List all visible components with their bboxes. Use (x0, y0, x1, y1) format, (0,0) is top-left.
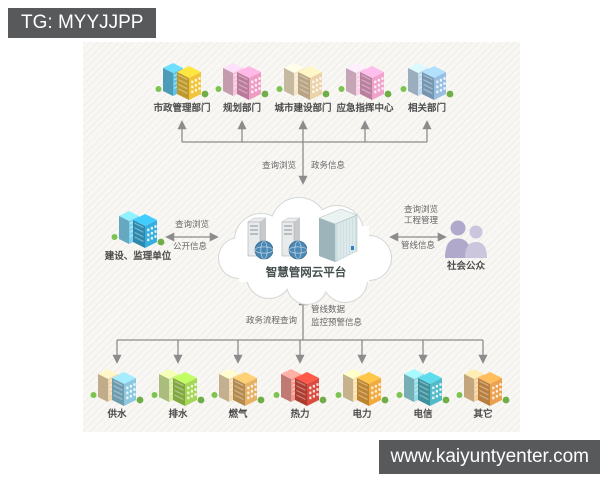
building-icon (100, 204, 176, 250)
node-label: 规划部门 (222, 103, 261, 114)
node-label: 社会公众 (446, 261, 485, 272)
people-icon (428, 214, 504, 260)
left-arrow-label-top: 查询浏览 (175, 220, 210, 230)
storage-icon (315, 206, 361, 268)
building-icon (324, 362, 400, 408)
building-icon (140, 362, 216, 408)
building-icon (385, 362, 461, 408)
left-arrow-label-bottom: 公开信息 (173, 242, 208, 252)
node-telecom: 电信 (385, 362, 461, 420)
site-watermark-text: www.kaiyuntyenter.com (390, 446, 589, 467)
building-icon (262, 362, 338, 408)
building-icon (200, 362, 276, 408)
cloud-platform: 智慧管网云平台 (213, 196, 399, 308)
building-icon (204, 56, 280, 102)
node-gas: 燃气 (200, 362, 276, 420)
node-heating: 热力 (262, 362, 338, 420)
top-arrow-label-left: 查询浏览 (261, 161, 296, 171)
node-label: 应急指挥中心 (336, 103, 394, 114)
node-label: 燃气 (228, 409, 248, 420)
node-label: 排水 (168, 409, 188, 420)
node-label: 电力 (352, 409, 372, 420)
node-municipal-management-dept: 市政管理部门 (144, 56, 220, 114)
node-emergency-command-center: 应急指挥中心 (327, 56, 403, 114)
building-icon (79, 362, 155, 408)
node-urban-construction-dept: 城市建设部门 (265, 56, 341, 114)
node-construction-supervision-unit: 建设、监理单位 (100, 204, 176, 262)
top-arrow-label-right: 政务信息 (311, 161, 346, 171)
node-related-depts: 相关部门 (389, 56, 465, 114)
building-icon (144, 56, 220, 102)
node-label: 供水 (107, 409, 127, 420)
building-icon (327, 56, 403, 102)
node-label: 其它 (473, 409, 493, 420)
node-electric-power: 电力 (324, 362, 400, 420)
node-drainage: 排水 (140, 362, 216, 420)
server-icon (245, 216, 274, 266)
node-general-public: 社会公众 (428, 214, 504, 272)
bottom-arrow-label-right-1: 管线数据 (311, 305, 346, 315)
node-others: 其它 (445, 362, 521, 420)
node-label: 市政管理部门 (153, 103, 211, 114)
building-icon (445, 362, 521, 408)
node-water-supply: 供水 (79, 362, 155, 420)
bottom-arrow-label-left: 政务流程查询 (245, 316, 297, 326)
bottom-arrow-label-right-2: 监控预警信息 (311, 318, 363, 328)
building-icon (389, 56, 465, 102)
cloud-platform-label: 智慧管网云平台 (265, 265, 347, 279)
node-label: 城市建设部门 (274, 103, 332, 114)
node-label: 热力 (290, 409, 310, 420)
tg-watermark-badge: TG: MYYJJPP (8, 8, 157, 38)
tg-watermark-text: TG: MYYJJPP (21, 12, 144, 33)
node-label: 电信 (413, 409, 433, 420)
node-planning-dept: 规划部门 (204, 56, 280, 114)
right-arrow-label-top-1: 查询浏览 (404, 205, 439, 215)
node-label: 建设、监理单位 (104, 251, 172, 262)
server-icon (279, 216, 308, 266)
right-arrow-label-bottom: 管线信息 (401, 241, 436, 251)
building-icon (265, 56, 341, 102)
site-watermark-badge: www.kaiyuntyenter.com (379, 440, 600, 474)
node-label: 相关部门 (407, 103, 446, 114)
right-arrow-label-top-2: 工程管理 (404, 216, 439, 226)
